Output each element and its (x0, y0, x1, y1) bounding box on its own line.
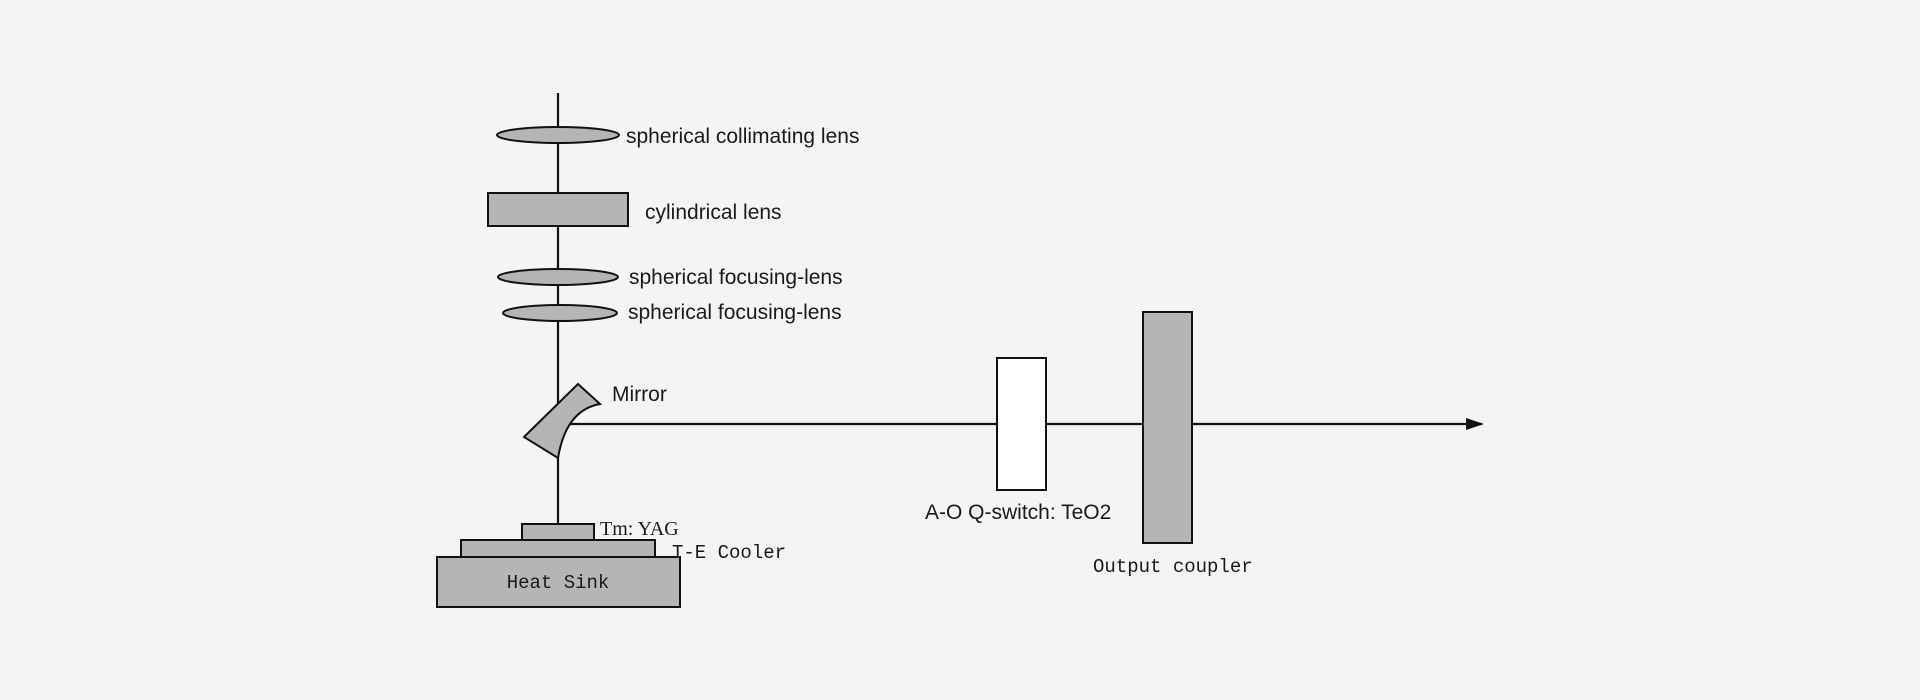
focusing-lens-2-label: spherical focusing-lens (628, 301, 842, 324)
focusing-lens-1-label: spherical focusing-lens (629, 266, 843, 289)
output-coupler (1142, 311, 1193, 544)
heat-sink-label: Heat Sink (507, 572, 610, 594)
cylindrical-lens-label: cylindrical lens (645, 201, 782, 224)
ao-q-switch (996, 357, 1047, 491)
spherical-collimating-lens (496, 126, 620, 144)
spherical-focusing-lens-1 (497, 268, 619, 286)
tm-yag-label: Tm: YAG (600, 518, 679, 540)
cylindrical-lens (487, 192, 629, 227)
spherical-focusing-lens-2 (502, 304, 618, 322)
collimating-lens-label: spherical collimating lens (626, 125, 859, 148)
output-coupler-label: Output coupler (1093, 556, 1253, 578)
heat-sink (436, 556, 681, 608)
te-cooler (460, 539, 656, 558)
curved-mirror (522, 382, 603, 460)
te-cooler-label: T-E Cooler (672, 542, 786, 564)
tm-yag-crystal (521, 523, 595, 541)
mirror-label: Mirror (612, 383, 667, 406)
q-switch-label: A-O Q-switch: TeO2 (925, 501, 1111, 524)
